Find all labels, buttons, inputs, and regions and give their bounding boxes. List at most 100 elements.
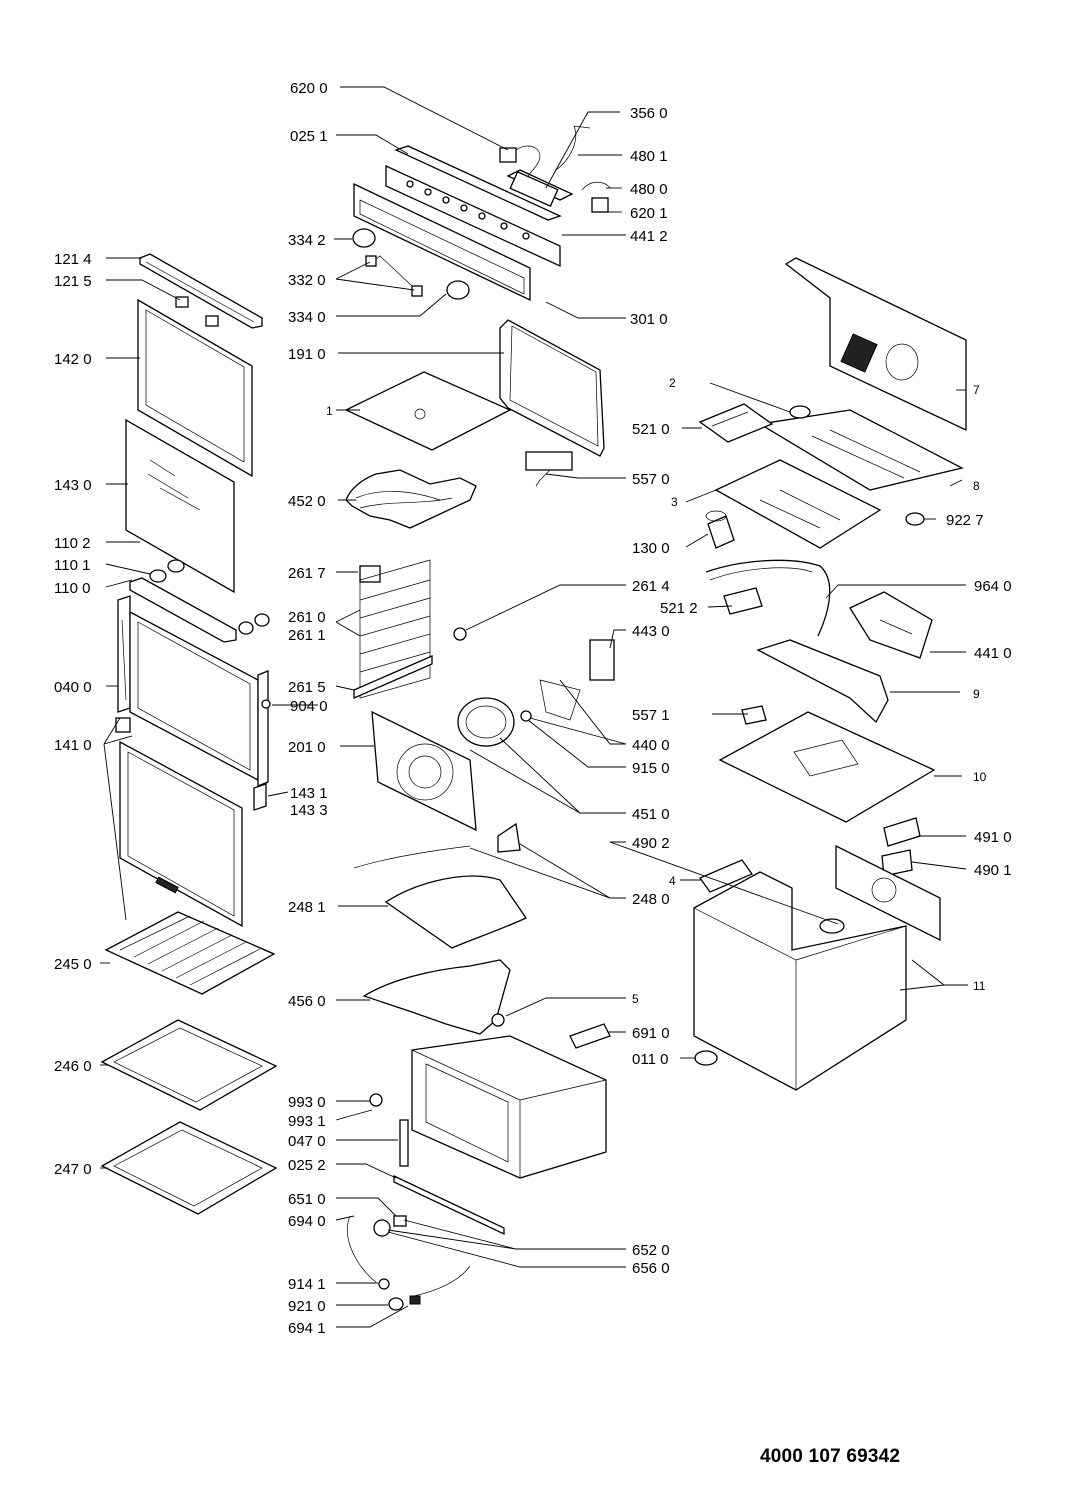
label-2614: 261 4 xyxy=(632,578,670,595)
label-9640: 964 0 xyxy=(974,578,1012,595)
thermostat-557-1-part xyxy=(741,705,767,725)
door-gasket-part xyxy=(499,319,605,457)
label-2615: 261 5 xyxy=(288,679,326,696)
label-1910: 191 0 xyxy=(288,346,326,363)
label-1: 1 xyxy=(326,404,333,418)
label-11: 11 xyxy=(973,979,986,993)
baking-tray-part xyxy=(100,1019,278,1111)
control-board-and-wires-part xyxy=(499,125,611,213)
label-9150: 915 0 xyxy=(632,760,670,777)
label-5212: 521 2 xyxy=(660,600,698,617)
motor-130-part xyxy=(705,510,735,549)
top-casing-plate-part xyxy=(758,405,964,491)
document-id: 4000 107 69342 xyxy=(760,1446,901,1467)
label-9141: 914 1 xyxy=(288,1276,326,1293)
label-5570: 557 0 xyxy=(632,471,670,488)
label-4902: 490 2 xyxy=(632,835,670,852)
label-2470: 247 0 xyxy=(54,1161,92,1178)
washer-922-part xyxy=(905,512,925,526)
label-4510: 451 0 xyxy=(632,806,670,823)
drip-pan-part xyxy=(100,1121,278,1215)
door-frame-141-part xyxy=(115,595,271,928)
label-4801: 480 1 xyxy=(630,148,668,165)
cooling-duct-964-part xyxy=(705,559,831,637)
door-inner-glass-142-part xyxy=(137,298,253,478)
label-3342: 334 2 xyxy=(288,232,326,249)
label-6941: 694 1 xyxy=(288,1320,326,1337)
label-4412: 441 2 xyxy=(630,228,668,245)
label-1300: 130 0 xyxy=(632,540,670,557)
circular-element-part xyxy=(457,697,515,747)
part-labels: 620 0 025 1 356 0 480 1 480 0 620 1 334 … xyxy=(54,80,1012,1337)
label-6520: 652 0 xyxy=(632,1242,670,1259)
label-0110: 011 0 xyxy=(632,1051,668,1068)
label-3010: 301 0 xyxy=(630,311,668,328)
label-6560: 656 0 xyxy=(632,1260,670,1277)
label-0470: 047 0 xyxy=(288,1133,326,1150)
door-hinge-clips-part xyxy=(175,296,219,327)
label-6201: 620 1 xyxy=(630,205,668,222)
label-1420: 142 0 xyxy=(54,351,92,368)
lamp-holder-part xyxy=(569,1023,611,1049)
shelf-guides-part xyxy=(353,559,467,699)
label-1100: 110 0 xyxy=(54,580,90,597)
label-2: 2 xyxy=(669,376,676,390)
label-6940: 694 0 xyxy=(288,1213,326,1230)
door-top-trim-part xyxy=(139,253,263,329)
label-9: 9 xyxy=(973,687,980,701)
label-9931: 993 1 xyxy=(288,1113,326,1130)
label-4800: 480 0 xyxy=(630,181,668,198)
spit-and-grill-accessories-part xyxy=(353,822,527,949)
label-4520: 452 0 xyxy=(288,493,326,510)
label-5: 5 xyxy=(632,992,639,1006)
label-4910: 491 0 xyxy=(974,829,1012,846)
mid-plate-10-part xyxy=(718,711,936,823)
label-1101: 110 1 xyxy=(54,557,90,574)
label-4560: 456 0 xyxy=(288,993,326,1010)
terminal-block-491-part xyxy=(883,817,921,847)
oven-grid-shelf-part xyxy=(104,911,276,995)
leader-lines xyxy=(100,86,968,1328)
label-1430: 143 0 xyxy=(54,477,92,494)
label-5571: 557 1 xyxy=(632,707,670,724)
top-grill-element-part xyxy=(345,469,477,529)
label-3320: 332 0 xyxy=(288,272,326,289)
label-2010: 201 0 xyxy=(288,739,326,756)
label-9227: 922 7 xyxy=(946,512,984,529)
label-7: 7 xyxy=(973,383,980,397)
label-1214: 121 4 xyxy=(54,251,92,268)
label-4: 4 xyxy=(669,874,676,888)
label-3340: 334 0 xyxy=(288,309,326,326)
control-panel-assembly-part xyxy=(353,145,574,302)
knobs-part xyxy=(352,228,470,300)
label-0252: 025 2 xyxy=(288,1157,326,1174)
fan-motor-part xyxy=(520,639,615,722)
label-4400: 440 0 xyxy=(632,737,670,754)
label-2480: 248 0 xyxy=(632,891,670,908)
label-1410: 141 0 xyxy=(54,737,92,754)
rear-panel-fan-cover-part xyxy=(371,710,477,832)
label-9930: 993 0 xyxy=(288,1094,326,1111)
label-9210: 921 0 xyxy=(288,1298,326,1315)
label-2617: 261 7 xyxy=(288,565,326,582)
label-1431: 143 1 xyxy=(290,785,328,802)
base-plate-3-part xyxy=(714,459,882,549)
label-3560: 356 0 xyxy=(630,105,668,122)
fan-bracket-9-part xyxy=(756,639,889,724)
label-6510: 651 0 xyxy=(288,1191,326,1208)
label-5210: 521 0 xyxy=(632,421,670,438)
relay-521-part xyxy=(723,587,763,615)
outer-casing-11-part xyxy=(693,844,941,1091)
oven-cavity-part xyxy=(393,1035,607,1236)
label-3: 3 xyxy=(671,495,678,509)
label-8: 8 xyxy=(973,479,980,493)
label-10: 10 xyxy=(973,770,987,784)
lamp-and-wiring-part xyxy=(346,1093,471,1311)
terminal-board-521-part xyxy=(698,403,774,443)
label-0400: 040 0 xyxy=(54,679,92,696)
label-2610: 261 0 xyxy=(288,609,326,626)
bottom-element-part xyxy=(362,959,511,1035)
cavity-roof-plate-part xyxy=(344,371,512,451)
label-2481: 248 1 xyxy=(288,899,326,916)
